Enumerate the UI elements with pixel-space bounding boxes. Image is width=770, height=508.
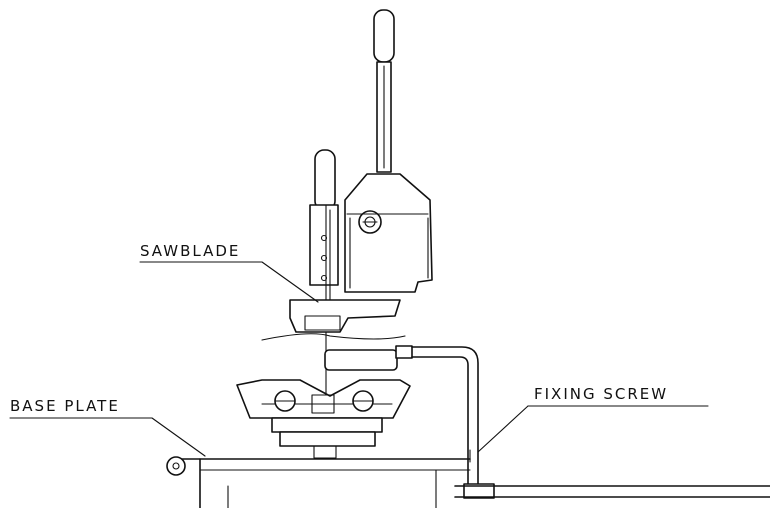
vise-clamp — [236, 349, 411, 459]
fixing-screw-label: FIXING SCREW — [534, 385, 669, 403]
leader-lines — [9, 261, 709, 457]
lever-handle — [373, 9, 395, 173]
saw-blade-arm — [261, 149, 406, 396]
motor-housing — [344, 173, 433, 293]
base-plate — [166, 456, 471, 508]
base-plate-label: BASE PLATE — [10, 397, 120, 415]
sawblade-label: SAWBLADE — [140, 242, 241, 260]
fixing-screw-rod — [395, 345, 770, 499]
